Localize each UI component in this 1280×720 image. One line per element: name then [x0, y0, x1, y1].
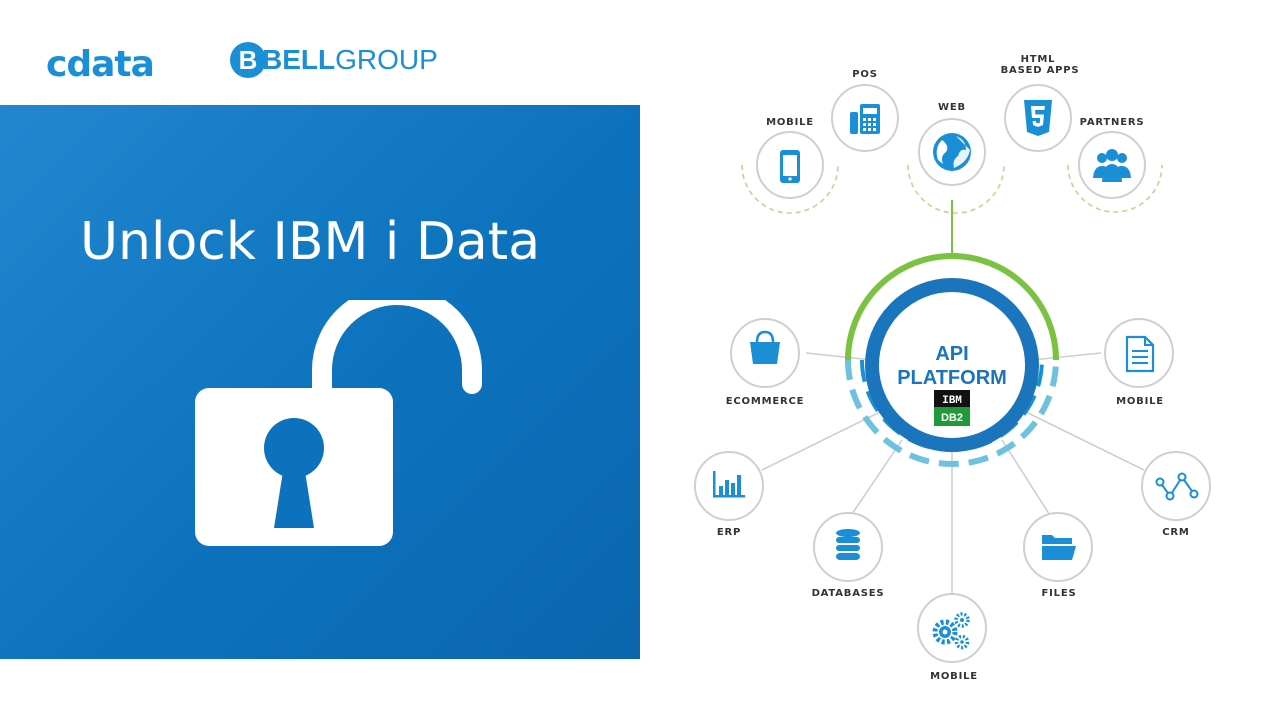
network-line-icon [1155, 472, 1199, 501]
db2-badge: DB2 [941, 412, 963, 424]
node-label: DATABASES [812, 588, 885, 599]
node-html-apps: HTML BASED APPS [1001, 54, 1080, 152]
mobile-phone-icon [780, 150, 800, 183]
ibm-badge: IBM [942, 395, 962, 407]
globe-icon [933, 133, 971, 171]
node-label: MOBILE [930, 671, 978, 682]
node-mobile-bottom: MOBILE [917, 593, 987, 682]
node-files: FILES [1023, 512, 1093, 599]
node-label: PARTNERS [1080, 117, 1145, 128]
database-icon [836, 529, 860, 560]
html5-icon [1024, 100, 1052, 136]
node-partners: PARTNERS [1078, 117, 1146, 199]
pos-terminal-icon [850, 104, 880, 134]
node-crm: CRM [1141, 451, 1211, 538]
api-label: API [935, 343, 968, 365]
node-databases: DATABASES [812, 512, 885, 599]
gears-icon [932, 612, 970, 650]
bellgroup-logo: B BELL GROUP [230, 42, 438, 78]
bellgroup-logo-light: GROUP [335, 44, 438, 75]
node-pos: POS [831, 69, 899, 152]
bar-chart-icon [713, 471, 745, 498]
platform-label: PLATFORM [897, 367, 1007, 389]
node-label: ERP [717, 527, 741, 538]
node-label: WEB [938, 102, 966, 113]
headline: Unlock IBM i Data [80, 212, 541, 272]
folder-icon [1042, 535, 1076, 560]
node-mobile-top: MOBILE [756, 117, 824, 199]
cdata-logo: cdata [46, 44, 155, 85]
node-label: CRM [1162, 527, 1189, 538]
node-label-line2: BASED APPS [1001, 65, 1080, 76]
bellgroup-mark: B [230, 42, 266, 78]
node-label-line1: HTML [1021, 54, 1056, 65]
node-ecommerce: ECOMMERCE [726, 318, 804, 407]
node-label: FILES [1042, 588, 1077, 599]
node-label: ECOMMERCE [726, 396, 804, 407]
node-web: WEB [918, 102, 986, 186]
document-icon [1125, 335, 1155, 373]
node-label: MOBILE [766, 117, 814, 128]
node-mobile-right: MOBILE [1104, 318, 1174, 407]
shopping-bag-icon [750, 330, 780, 364]
node-erp: ERP [694, 451, 764, 538]
node-label: MOBILE [1116, 396, 1164, 407]
open-padlock-icon [195, 300, 482, 546]
api-platform-diagram: API PLATFORM IBM DB2 MOBILE POS [694, 54, 1211, 682]
bellgroup-logo-bold: BELL [262, 44, 336, 75]
node-label: POS [852, 69, 877, 80]
people-icon [1093, 149, 1131, 182]
